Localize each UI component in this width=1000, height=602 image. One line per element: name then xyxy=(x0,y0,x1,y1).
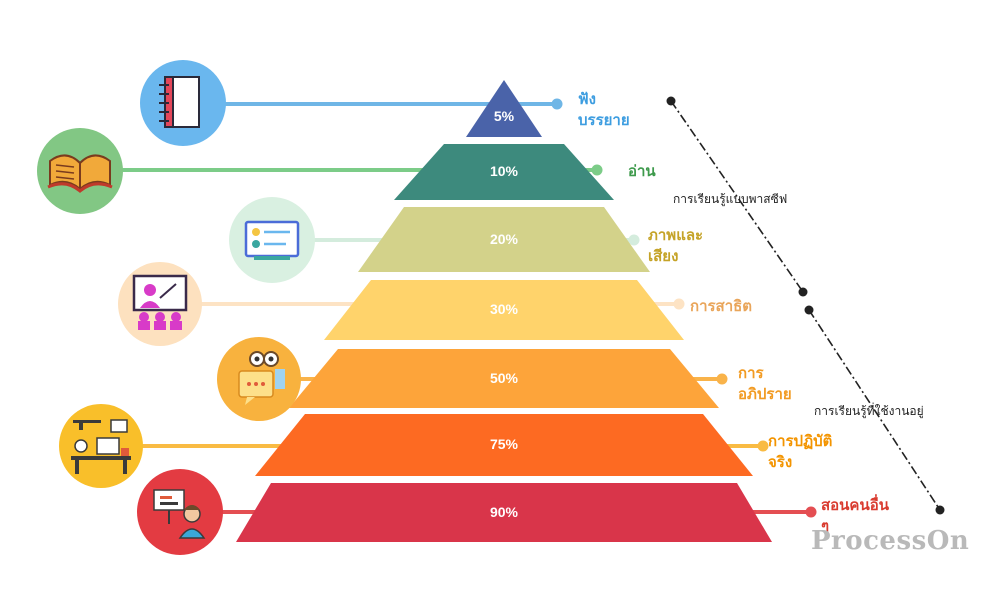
active-bracket-start-dot xyxy=(804,305,814,315)
tier-label-2: อ่าน xyxy=(628,162,656,180)
active-learning-label: การเรียนรู้ที่ใช้งานอยู่ xyxy=(814,404,924,418)
pyramid-tier-2 xyxy=(394,144,614,200)
open-book-icon xyxy=(37,128,123,214)
teacher-icon xyxy=(137,469,223,555)
notebook-icon xyxy=(140,60,226,146)
connector-dot-6 xyxy=(757,440,769,452)
pyramid-tier-1 xyxy=(466,80,542,137)
tier-label-4: การสาธิต xyxy=(690,297,753,315)
tier-percent-7: 90% xyxy=(489,503,519,520)
connector-dot-2 xyxy=(591,164,603,176)
tier-percent-2: 10% xyxy=(489,163,519,179)
presentation-icon xyxy=(118,262,202,346)
connector-dot-1 xyxy=(551,98,563,110)
processon-watermark: ProcessOn xyxy=(811,526,970,556)
pyramid-tier-5 xyxy=(289,349,719,408)
tier-percent-5: 50% xyxy=(489,369,519,386)
workspace-icon xyxy=(59,404,143,488)
tier-percent-4: 30% xyxy=(489,301,519,317)
monitor-icon xyxy=(229,197,315,283)
tier-percent-1: 5% xyxy=(493,107,515,124)
discussion-icon xyxy=(217,337,301,421)
passive-bracket-end-dot xyxy=(798,287,808,297)
tier-label-6: การปฏิบัติจริง xyxy=(768,432,833,471)
tier-label-3: ภาพและเสียง xyxy=(648,226,704,265)
passive-learning-label: การเรียนรู้แบบพาสซีฟ xyxy=(673,192,788,206)
tier-label-1: ฟังบรรยาย xyxy=(578,90,630,129)
passive-bracket-start-dot xyxy=(666,96,676,106)
tier-percent-3: 20% xyxy=(489,230,519,247)
active-bracket-end-dot xyxy=(935,505,945,515)
pyramid-tier-6 xyxy=(255,414,753,476)
passive-bracket-line xyxy=(670,100,804,293)
active-bracket-line xyxy=(808,309,941,511)
connector-dot-3 xyxy=(628,234,640,246)
connector-dot-7 xyxy=(805,506,817,518)
tier-percent-6: 75% xyxy=(489,436,519,452)
connector-dot-4 xyxy=(673,298,685,310)
tier-label-7: สอนคนอื่นๆ xyxy=(821,496,889,535)
connector-dot-5 xyxy=(716,373,728,385)
pyramid-tier-3 xyxy=(358,207,650,272)
pyramid-tier-4 xyxy=(324,280,684,340)
tier-label-5: การอภิปราย xyxy=(738,364,792,403)
pyramid-tier-7 xyxy=(236,483,772,542)
